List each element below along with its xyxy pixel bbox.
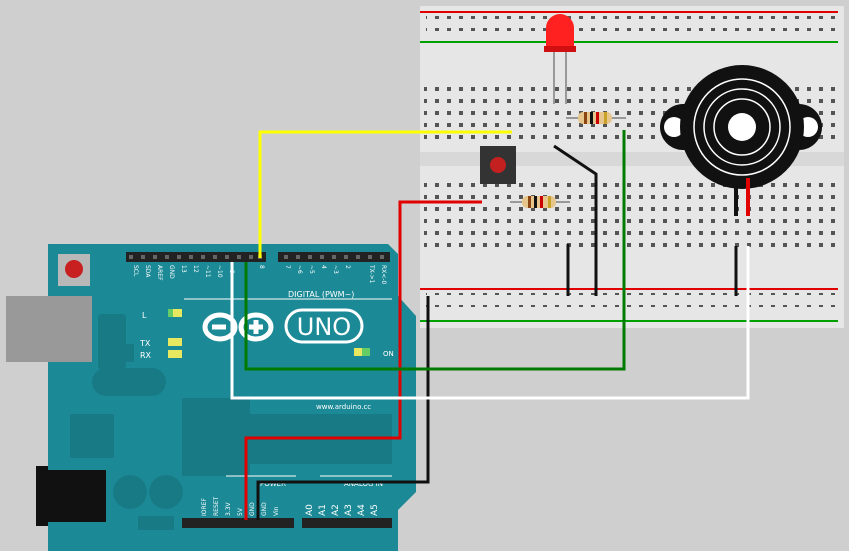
green-wire bbox=[244, 130, 626, 371]
pin-label-scl: SCL bbox=[132, 265, 139, 277]
pin-label-reset: RESET bbox=[213, 496, 220, 516]
pin-label-rx: RX<-0 bbox=[380, 265, 387, 284]
digital-label: DIGITAL (PWM~) bbox=[288, 290, 354, 299]
pin-label-vin: Vin bbox=[273, 506, 280, 516]
pin-label-a2: A2 bbox=[331, 504, 341, 516]
white-wire bbox=[230, 246, 750, 400]
power-label: POWER bbox=[260, 480, 286, 488]
pin-label-a0: A0 bbox=[305, 504, 315, 516]
led-tx-label: TX bbox=[139, 339, 151, 348]
led-l-label: L bbox=[142, 311, 147, 320]
analog-header bbox=[302, 518, 392, 528]
lower-terminal-strip bbox=[424, 176, 838, 248]
pin-label-gnd-2: GND bbox=[261, 502, 268, 516]
pin-label-gnd: GND bbox=[168, 265, 175, 279]
pin-label-5: ~5 bbox=[308, 265, 315, 274]
pin-label-ioref: IOREF bbox=[201, 498, 208, 516]
pin-label-5v: 5V bbox=[237, 507, 244, 516]
pin-label-3v3: 3.3V bbox=[225, 501, 232, 516]
pin-label-10: ~10 bbox=[216, 265, 223, 278]
led-tx bbox=[168, 338, 182, 346]
pin-label-11: ~11 bbox=[204, 265, 211, 278]
pin-label-2: 2 bbox=[344, 265, 351, 269]
analog-label: ANALOG IN bbox=[344, 480, 383, 488]
red-led bbox=[544, 14, 576, 104]
pin-label-tx: TX->1 bbox=[368, 264, 375, 284]
pin-label-a4: A4 bbox=[357, 504, 367, 516]
resistor-button bbox=[510, 196, 570, 208]
yellow-wire bbox=[258, 130, 512, 258]
black-wire-button bbox=[553, 144, 598, 296]
pin-label-13: 13 bbox=[180, 265, 187, 273]
pin-label-a5: A5 bbox=[370, 504, 380, 516]
piezo-buzzer bbox=[660, 65, 822, 216]
pin-label-12: 12 bbox=[192, 265, 199, 273]
pin-label-6: ~6 bbox=[296, 265, 303, 274]
pin-label-8: 8 bbox=[258, 265, 265, 269]
led-rx-label: RX bbox=[140, 351, 152, 360]
black-wire-gnd bbox=[256, 296, 430, 520]
push-button[interactable] bbox=[480, 146, 516, 184]
pin-label-a1: A1 bbox=[318, 504, 328, 516]
digital-header-left bbox=[126, 252, 266, 262]
pin-label-sda: SDA bbox=[144, 265, 151, 278]
website-label: www.arduino.cc bbox=[316, 403, 371, 411]
pin-label-gnd-1: GND bbox=[249, 502, 256, 516]
power-header bbox=[182, 518, 294, 528]
uno-logo-text: UNO bbox=[297, 313, 351, 341]
pin-label-7: 7 bbox=[284, 265, 291, 269]
usb-port bbox=[6, 296, 92, 362]
pin-label-a3: A3 bbox=[344, 504, 354, 516]
on-label: ON bbox=[383, 350, 394, 358]
pin-label-3: ~3 bbox=[332, 265, 339, 274]
pin-label-4: 4 bbox=[320, 265, 327, 269]
red-wire bbox=[244, 200, 482, 520]
led-l bbox=[168, 309, 182, 317]
pin-label-aref: AREF bbox=[156, 265, 163, 281]
arduino-logo-icon bbox=[202, 312, 274, 342]
resistor-led bbox=[566, 112, 626, 124]
led-rx bbox=[168, 350, 182, 358]
